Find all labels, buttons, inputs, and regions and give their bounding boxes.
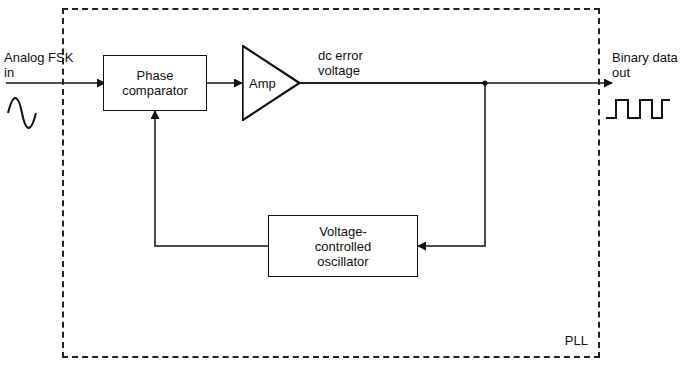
signal-connector [155,111,268,246]
amplifier-outline [243,46,300,120]
block-name: PLL [565,333,588,348]
signal-connector [207,82,242,84]
signal-name: Analog FSK in [4,50,74,80]
input-line [6,82,105,84]
block-label: Amp [249,76,276,91]
signal-name: dc error voltage [318,48,382,78]
square-wave [606,100,670,118]
block-label: Phase comparator [110,68,200,98]
sine-wave [8,98,36,128]
signal-name: Binary data out [612,50,682,80]
amplifier-triangle: Amp [242,45,300,121]
process-box: Voltage- controlled oscillator [268,215,418,277]
process-box: Phase comparator [103,55,207,111]
block-label: Voltage- controlled oscillator [303,224,383,269]
